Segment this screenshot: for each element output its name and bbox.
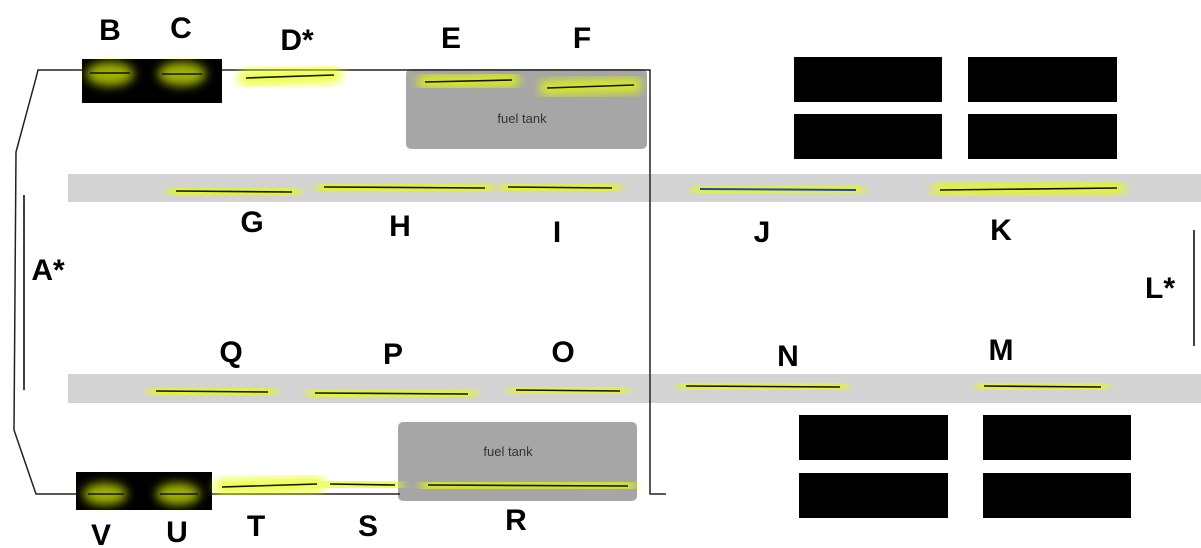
segment-wire	[155, 390, 269, 393]
segment-e	[417, 72, 520, 90]
segment-h	[316, 179, 493, 196]
block-top-2	[968, 57, 1117, 102]
segment-d-star	[238, 67, 342, 86]
segment-label-c: C	[170, 12, 192, 45]
black-blocks	[794, 57, 1131, 518]
segments	[16, 65, 1201, 502]
segment-label-v: V	[91, 519, 111, 548]
segment-labels: A* B C D* E F G H I J K L* M N O P Q R S T U V	[31, 12, 1175, 548]
segment-label-g: G	[240, 206, 263, 239]
connector-boxes	[76, 59, 222, 510]
block-top-1	[794, 57, 942, 102]
segment-p	[307, 385, 476, 402]
segment-label-o: O	[551, 336, 574, 369]
segment-label-p: P	[383, 338, 403, 371]
block-bottom-4	[983, 473, 1131, 518]
segment-j	[692, 181, 864, 198]
segment-label-r: R	[505, 504, 527, 537]
segment-wire	[221, 483, 318, 488]
segment-label-t: T	[247, 510, 265, 543]
segment-m	[976, 378, 1109, 395]
segment-label-h: H	[389, 210, 411, 243]
segment-label-u: U	[166, 516, 188, 548]
block-top-4	[968, 114, 1117, 159]
segment-o	[508, 382, 628, 399]
segment-r	[420, 477, 636, 494]
segment-k	[932, 180, 1125, 198]
segment-wire	[424, 79, 513, 83]
segment-label-a-star: A*	[31, 254, 65, 287]
segment-label-e: E	[441, 22, 461, 55]
segment-wire	[515, 389, 621, 392]
segment-wire	[939, 187, 1118, 191]
segment-wire	[329, 483, 396, 486]
segment-wire	[427, 484, 629, 487]
block-top-3	[794, 114, 942, 159]
block-bottom-2	[983, 415, 1131, 460]
block-bottom-1	[799, 415, 948, 460]
fuel-tank-top-label: fuel tank	[497, 111, 547, 126]
segment-label-s: S	[358, 510, 378, 543]
segment-label-d-star: D*	[280, 24, 314, 57]
segment-wire	[245, 74, 335, 79]
segment-label-m: M	[989, 334, 1014, 367]
segment-wire	[546, 84, 635, 89]
segment-n	[678, 378, 848, 395]
fuel-tank-bottom-label: fuel tank	[483, 444, 533, 459]
segment-q	[148, 383, 276, 400]
segment-label-l-star: L*	[1145, 272, 1175, 305]
segment-g	[168, 183, 300, 200]
segment-wire	[507, 186, 613, 189]
segment-label-n: N	[777, 340, 799, 373]
segment-label-k: K	[990, 214, 1012, 247]
segment-label-b: B	[99, 14, 121, 47]
segment-wire	[685, 385, 841, 388]
segment-label-f: F	[573, 22, 591, 55]
segment-label-i: I	[553, 216, 561, 249]
segment-wire	[699, 188, 857, 191]
segment-t	[214, 476, 325, 495]
segment-wire	[983, 385, 1102, 388]
segment-i	[500, 179, 620, 196]
segment-label-j: J	[754, 216, 771, 249]
segment-wire	[175, 190, 293, 193]
block-bottom-3	[799, 473, 948, 518]
segment-s	[322, 476, 403, 493]
segment-f	[539, 77, 642, 96]
segment-label-q: Q	[219, 336, 242, 369]
segment-wire	[314, 392, 469, 395]
segment-wire	[323, 186, 486, 189]
